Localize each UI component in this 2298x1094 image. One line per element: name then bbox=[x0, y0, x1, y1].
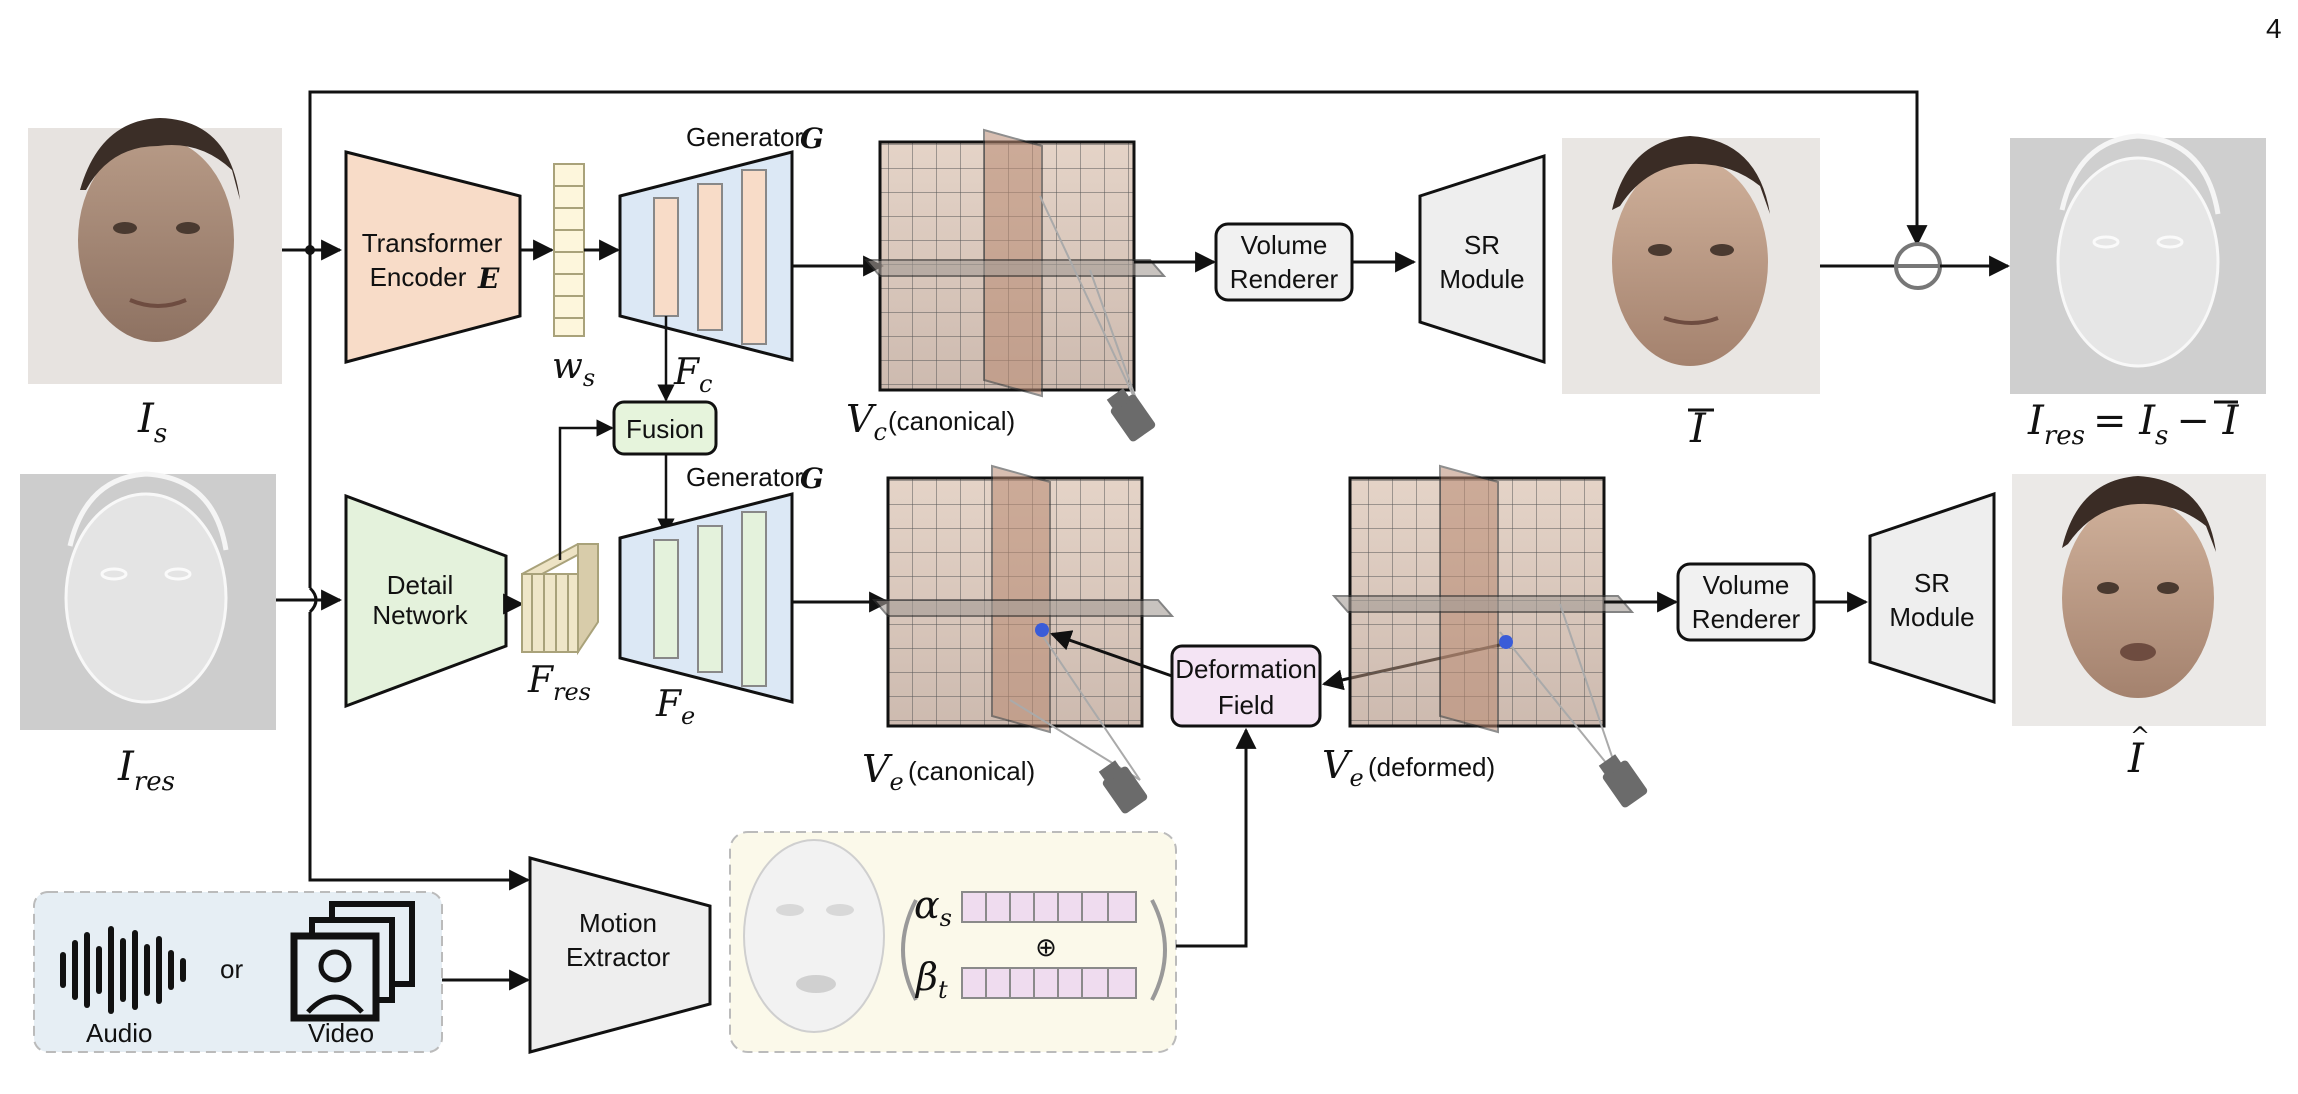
label-V-c: Vc bbox=[846, 397, 887, 446]
sr-module-bottom bbox=[1868, 491, 1996, 705]
source-face-image bbox=[28, 118, 282, 384]
label-F-c: Fc bbox=[673, 352, 712, 398]
video-label: Video bbox=[308, 1018, 374, 1048]
generator-top-layer-3 bbox=[741, 169, 767, 345]
left-paren bbox=[901, 899, 918, 1001]
waveform-icon bbox=[60, 926, 186, 1014]
sample-point-canonical bbox=[1035, 623, 1049, 637]
volume-renderer-top-label-1: Volume bbox=[1241, 230, 1328, 260]
deformation-field bbox=[1170, 644, 1322, 728]
detail-network-label-1: Detail bbox=[387, 570, 453, 600]
svg-text:^: ^ bbox=[2130, 722, 2150, 750]
camera-icon bbox=[1106, 388, 1156, 442]
trunk-line-bottom bbox=[308, 612, 531, 891]
generator-bottom-layer-2 bbox=[697, 525, 723, 673]
residual-equation: Ires= Is− I bbox=[2027, 398, 2240, 451]
label-V-c-note: (canonical) bbox=[888, 406, 1015, 436]
beta-coefficient-vector bbox=[961, 967, 1137, 999]
detail-network bbox=[344, 493, 508, 709]
generator-bottom-symbol: G bbox=[800, 462, 824, 495]
generator-top-layer-2 bbox=[697, 183, 723, 331]
or-label: or bbox=[220, 954, 243, 984]
residual-image bbox=[2010, 133, 2266, 394]
sr-bottom-label-2: Module bbox=[1889, 602, 1974, 632]
motion-extractor-label-1: Motion bbox=[579, 908, 657, 938]
generator-top-symbol: G bbox=[800, 122, 824, 155]
motion-extractor bbox=[528, 856, 712, 1054]
sr-top-label-1: SR bbox=[1464, 230, 1500, 260]
triplane-vc bbox=[863, 128, 1167, 411]
feature-stack-fres bbox=[521, 543, 599, 656]
volume-renderer-bottom-label-1: Volume bbox=[1703, 570, 1790, 600]
arrow-coeff-to-deform bbox=[1176, 727, 1257, 948]
arrow-deform-to-canonical bbox=[1050, 630, 1173, 678]
concat-symbol: ⊕ bbox=[1035, 932, 1057, 962]
sr-top-label-2: Module bbox=[1439, 264, 1524, 294]
fusion-label: Fusion bbox=[626, 414, 704, 444]
volume-renderer-bottom-label-2: Renderer bbox=[1692, 604, 1801, 634]
camera-icon bbox=[1098, 760, 1148, 814]
deformation-field-label-2: Field bbox=[1218, 690, 1274, 720]
label-I-hat: I ^ bbox=[2127, 722, 2150, 782]
motion-extractor-label-2: Extractor bbox=[566, 942, 670, 972]
label-F-e: Fe bbox=[655, 684, 695, 730]
reconstructed-face-image bbox=[1562, 136, 1820, 394]
sr-module-top bbox=[1418, 153, 1546, 365]
generator-bottom-layer-3 bbox=[741, 511, 767, 687]
encoder-label-2: Encoder bbox=[370, 262, 467, 292]
generator-top-layer-1 bbox=[653, 197, 679, 317]
page-number: 4 bbox=[2266, 13, 2282, 44]
sample-point-deformed bbox=[1499, 635, 1513, 649]
label-V-e-canonical: Ve bbox=[862, 747, 904, 796]
deformation-field-label-1: Deformation bbox=[1175, 654, 1317, 684]
right-paren bbox=[1150, 899, 1167, 1001]
triplane-ve-canonical bbox=[871, 464, 1175, 781]
label-V-e-deformed: Ve bbox=[1322, 743, 1364, 792]
label-V-e-deformed-note: (deformed) bbox=[1368, 752, 1495, 782]
residual-input-image bbox=[20, 471, 276, 730]
label-I-s: Is bbox=[137, 396, 167, 449]
label-V-e-canonical-note: (canonical) bbox=[908, 756, 1035, 786]
label-F-res: Fres bbox=[527, 660, 591, 706]
alpha-coefficient-vector bbox=[961, 891, 1137, 923]
3d-face-mesh bbox=[743, 839, 885, 1033]
video-frames-icon bbox=[290, 901, 415, 1022]
latent-code-ws bbox=[553, 163, 585, 337]
svg-text:I: I bbox=[1689, 406, 1707, 452]
camera-icon bbox=[1598, 754, 1648, 808]
label-w-s: ws bbox=[552, 346, 595, 392]
encoder-symbol: E bbox=[477, 262, 500, 295]
label-beta-t: βt bbox=[914, 955, 948, 1004]
label-I-res: Ires bbox=[117, 744, 175, 797]
generator-top-label: Generator bbox=[686, 122, 803, 152]
audio-label: Audio bbox=[86, 1018, 153, 1048]
sr-bottom-label-1: SR bbox=[1914, 568, 1950, 598]
volume-renderer-top-label-2: Renderer bbox=[1230, 264, 1339, 294]
arrow-fres-to-fusion bbox=[558, 419, 614, 560]
encoder-label-1: Transformer bbox=[362, 228, 503, 258]
label-I-bar: I bbox=[1688, 406, 1714, 452]
generator-bottom-label: Generator bbox=[686, 462, 803, 492]
transformer-encoder bbox=[344, 150, 522, 364]
skip-connection-line bbox=[308, 90, 1928, 250]
svg-text:I: I bbox=[2127, 736, 2145, 782]
triplane-ve-deformed bbox=[1331, 464, 1635, 781]
output-face-image bbox=[2012, 474, 2266, 726]
label-alpha-s: αs bbox=[914, 883, 952, 932]
detail-network-label-2: Network bbox=[372, 600, 468, 630]
generator-bottom-layer-1 bbox=[653, 539, 679, 659]
